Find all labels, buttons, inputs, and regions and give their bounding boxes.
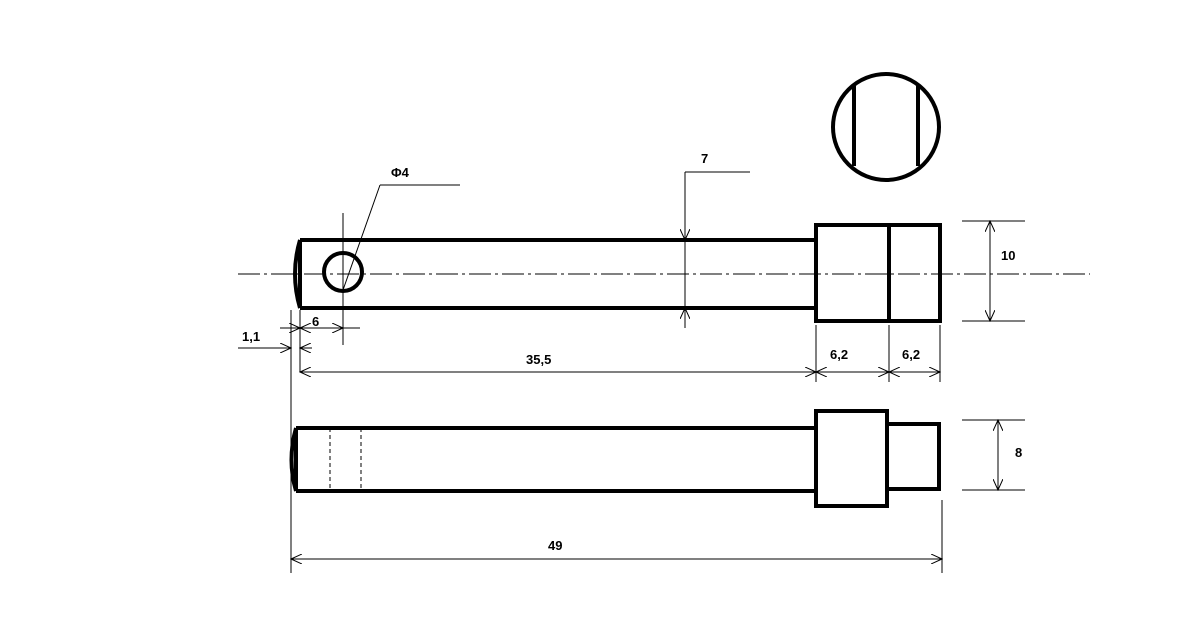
dim-head-height-bottom-label: 8 (1015, 445, 1022, 460)
dim-head-height-top-label: 10 (1001, 248, 1015, 263)
dim-end-length-label: 6,2 (902, 347, 920, 362)
dim-shaft-length: 35,5 (300, 325, 816, 382)
dim-chamfer: 1,1 (238, 310, 312, 420)
dim-chamfer-label: 1,1 (242, 329, 260, 344)
bottom-view-pin (289, 409, 941, 508)
dim-hole-offset-label: 6 (312, 314, 319, 329)
top-view-pin (238, 223, 1090, 323)
dim-head-height-top: 10 (962, 221, 1025, 321)
dim-collar-length-label: 6,2 (830, 347, 848, 362)
dim-depth-label: 7 (701, 151, 708, 166)
dim-collar-length: 6,2 (816, 325, 889, 382)
dim-end-length: 6,2 (889, 325, 940, 382)
dim-hole-diameter-label: Φ4 (391, 165, 410, 180)
end-view (831, 72, 941, 182)
dim-total-length-label: 49 (548, 538, 562, 553)
dim-shaft-length-label: 35,5 (526, 352, 551, 367)
dim-hole-diameter: Φ4 (342, 165, 460, 345)
dim-hole-offset: 6 (280, 314, 360, 329)
dim-total-length: 49 (291, 420, 942, 573)
dim-head-height-bottom: 8 (962, 420, 1025, 490)
dim-depth: 7 (685, 151, 750, 328)
